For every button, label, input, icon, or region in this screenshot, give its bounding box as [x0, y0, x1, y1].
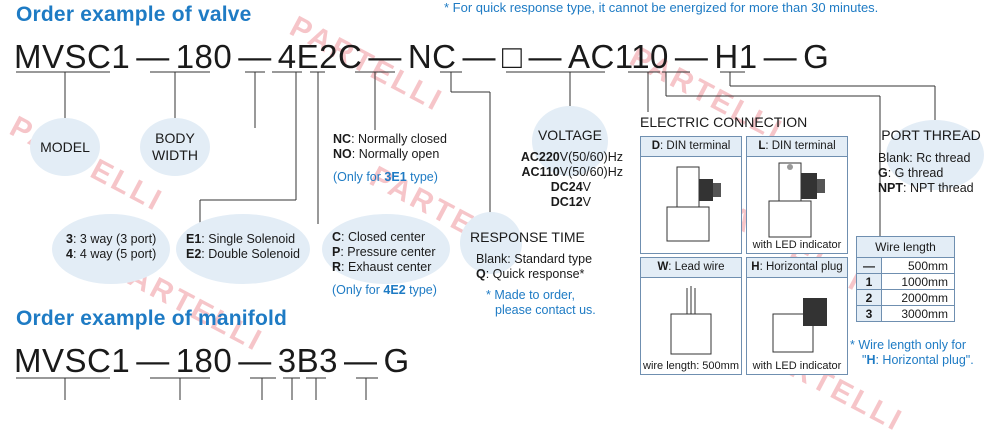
conn-h-horizontal-plug: H: Horizontal plug with LED indicator [746, 257, 848, 375]
manifold-stations: 3B3 [277, 342, 338, 379]
code-model: MVSC1 [14, 38, 131, 75]
valve-title: Order example of valve [16, 3, 252, 26]
bubble-model [30, 118, 100, 176]
valve-order-code: MVSC1—180—4E2C—NC—□—AC110—H1—G [14, 38, 830, 75]
port-thread-label: PORT THREAD [881, 127, 981, 143]
model-label: MODEL [40, 139, 90, 155]
center-list: C: Closed center P: Pressure center R: E… [332, 230, 436, 274]
code-voltage: AC110 [567, 38, 669, 75]
bubble-voltage [532, 106, 608, 176]
top-note: * For quick response type, it cannot be … [444, 0, 879, 15]
code-way: 4 [277, 38, 297, 75]
bubble-response [460, 212, 522, 274]
response-list: Blank: Standard type Q: Quick response* [476, 252, 593, 281]
connector-lines [16, 71, 936, 400]
code-solenoid: E2 [296, 38, 338, 75]
code-center: C [338, 38, 363, 75]
center-note: (Only for 4E2 type) [332, 283, 437, 297]
bubble-center [322, 214, 450, 284]
nc-note: (Only for 3E1 type) [333, 170, 438, 184]
manifold-title: Order example of manifold [16, 307, 288, 330]
conn-d-din: D: DIN terminal [640, 136, 742, 254]
solenoid-list: E1: Single Solenoid E2: Double Solenoid [186, 232, 300, 261]
code-thread: G [803, 38, 830, 75]
conn-l-din-led: L: DIN terminal with LED indicator [746, 136, 848, 254]
nc-option: NC: Normally closed [333, 132, 447, 146]
horizontal-plug-icon [772, 298, 827, 353]
manifold-order-code: MVSC1—180—3B3—G [14, 342, 410, 379]
lead-wire-icon [670, 286, 712, 355]
code-width: 180 [175, 38, 233, 75]
code-box: □ [502, 38, 523, 75]
manifold-thread: G [383, 342, 410, 379]
bubble-body-width [140, 118, 210, 176]
din-led-terminal-icon [768, 162, 825, 238]
response-note: * Made to order, please contact us. [486, 288, 596, 317]
bubble-port-thread [886, 120, 984, 190]
voltage-list: AC220V(50/60)Hz AC110V(50/60)Hz DC24V DC… [520, 150, 623, 209]
code-response: NC [407, 38, 457, 75]
response-time-label: RESPONSE TIME [470, 229, 585, 245]
no-option: NO: Normally open [333, 147, 440, 161]
way-list: 3: 3 way (3 port) 4: 4 way (5 port) [66, 232, 157, 261]
din-terminal-icon [666, 166, 721, 242]
thread-list: Blank: Rc thread G: G thread NPT: NPT th… [878, 151, 974, 195]
code-electric: H1 [714, 38, 758, 75]
manifold-width: 180 [175, 342, 233, 379]
bubble-solenoid [176, 214, 310, 284]
wire-note: * Wire length only for "H: Horizontal pl… [850, 338, 974, 367]
voltage-label: VOLTAGE [537, 127, 603, 143]
bubble-way [52, 214, 170, 284]
manifold-model: MVSC1 [14, 342, 131, 379]
electric-connection-label: ELECTRIC CONNECTION [640, 114, 808, 130]
conn-w-lead-wire: W: Lead wire wire length: 500mm [640, 257, 742, 375]
